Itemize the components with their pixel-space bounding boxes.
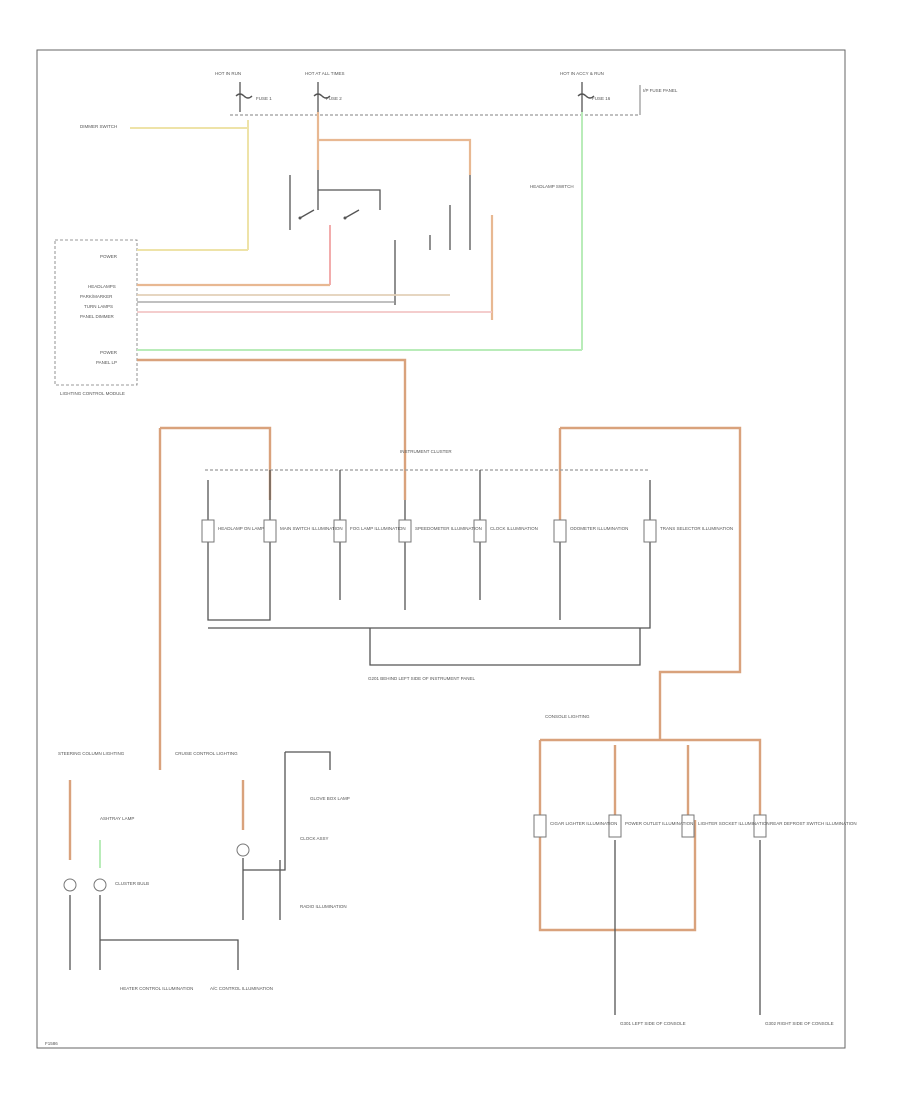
- bulb-icon: [236, 843, 250, 857]
- bulb-icon: [533, 814, 547, 838]
- bulb-label: FOG LAMP ILLUMINATION: [350, 526, 406, 531]
- bulb-label: HEADLAMP ON LAMP: [218, 526, 264, 531]
- bulb-label: ODOMETER ILLUMINATION: [570, 526, 628, 531]
- bulb-icon: [753, 814, 767, 838]
- bulb-label: CIGAR LIGHTER ILLUMINATION: [550, 821, 617, 826]
- section-label: STEERING COLUMN LIGHTING: [58, 751, 125, 756]
- module-pin: POWER: [100, 254, 118, 259]
- module-pin: POWER: [100, 350, 118, 355]
- module-pin: TURN LAMPS: [84, 304, 113, 309]
- fuse-id: FUSE 1: [256, 96, 272, 101]
- module-pin: PARK/MARKER: [80, 294, 113, 299]
- bulb-icon: [608, 814, 622, 838]
- item-label: ASHTRAY LAMP: [100, 816, 134, 821]
- bulb-label: CLOCK ASSY: [300, 836, 329, 841]
- headlamp-switch-label: HEADLAMP SWITCH: [530, 184, 574, 189]
- headlamp-switch: HEADLAMP SWITCH: [289, 112, 583, 350]
- module-pin: PANEL DIMMER: [80, 314, 115, 319]
- item-label: GLOVE BOX LAMP: [310, 796, 350, 801]
- ground-label: G302 RIGHT SIDE OF CONSOLE: [765, 1021, 834, 1026]
- module-pin: PANEL LP: [96, 360, 117, 365]
- bulb-label: MAIN SWITCH ILLUMINATION: [280, 526, 343, 531]
- fuse-label: HOT AT ALL TIMES: [305, 71, 345, 76]
- bulb-icon: [553, 519, 567, 543]
- bulb-icon: [201, 519, 215, 543]
- bulb-label: TRANS SELECTOR ILLUMINATION: [660, 526, 733, 531]
- wire-label: DIMMER SWITCH: [80, 124, 117, 129]
- bulb-label: CLUSTER BULB: [115, 881, 149, 886]
- module-label: LIGHTING CONTROL MODULE: [60, 391, 125, 396]
- fuse-id: FUSE 2: [326, 96, 342, 101]
- bulb-icon: [93, 878, 107, 892]
- bulb-icon: [333, 519, 347, 543]
- module-pin: HEADLAMPS: [88, 284, 116, 289]
- bulb-icon: [63, 878, 77, 892]
- ground-label: G301 LEFT SIDE OF CONSOLE: [620, 1021, 686, 1026]
- item-label: HEATER CONTROL ILLUMINATION: [120, 986, 193, 991]
- bulb-label: LIGHTER SOCKET ILLUMINATION: [698, 821, 770, 826]
- footer-code: F1586: [45, 1041, 58, 1046]
- bulb-icon: [643, 519, 657, 543]
- diagram-frame: [36, 49, 846, 1049]
- fuse-label: HOT IN ACCY & RUN: [560, 71, 604, 76]
- lighting-control-module: LIGHTING CONTROL MODULE POWER HEADLAMPS …: [54, 239, 138, 396]
- bulb-label: POWER OUTLET ILLUMINATION: [625, 821, 693, 826]
- wire: [137, 358, 407, 500]
- bulb-label: CLOCK ILLUMINATION: [490, 526, 538, 531]
- item-label: A/C CONTROL ILLUMINATION: [210, 986, 273, 991]
- section-label: CONSOLE LIGHTING: [545, 714, 590, 719]
- bulb-label: REAR DEFROST SWITCH ILLUMINATION: [770, 821, 857, 826]
- fuse-panel-label: I/P FUSE PANEL: [643, 88, 678, 93]
- lower-right-lighting: CONSOLE LIGHTING CIGAR LIGHTER ILLUMINAT…: [533, 714, 857, 1026]
- fuse-panel: HOT IN RUN HOT AT ALL TIMES HOT IN ACCY …: [215, 71, 678, 116]
- bulb-icon: [473, 519, 487, 543]
- item-label: RADIO ILLUMINATION: [300, 904, 347, 909]
- fuse-id: FUSE 16: [592, 96, 611, 101]
- cluster-bulbs: HEADLAMP ON LAMP MAIN SWITCH ILLUMINATIO…: [201, 519, 733, 543]
- section-label: CRUISE CONTROL LIGHTING: [175, 751, 238, 756]
- bulb-label: SPEEDOMETER ILLUMINATION: [415, 526, 482, 531]
- instrument-cluster: INSTRUMENT CLUSTER G201 BEHIND LEFT SIDE…: [158, 426, 742, 770]
- lower-left-lighting: STEERING COLUMN LIGHTING CRUISE CONTROL …: [58, 751, 350, 991]
- bulb-icon: [398, 519, 412, 543]
- fuse-label: HOT IN RUN: [215, 71, 241, 76]
- cluster-label: INSTRUMENT CLUSTER: [400, 449, 452, 454]
- bulb-icon: [681, 814, 695, 838]
- bulb-icon: [263, 519, 277, 543]
- ground-label: G201 BEHIND LEFT SIDE OF INSTRUMENT PANE…: [368, 676, 476, 681]
